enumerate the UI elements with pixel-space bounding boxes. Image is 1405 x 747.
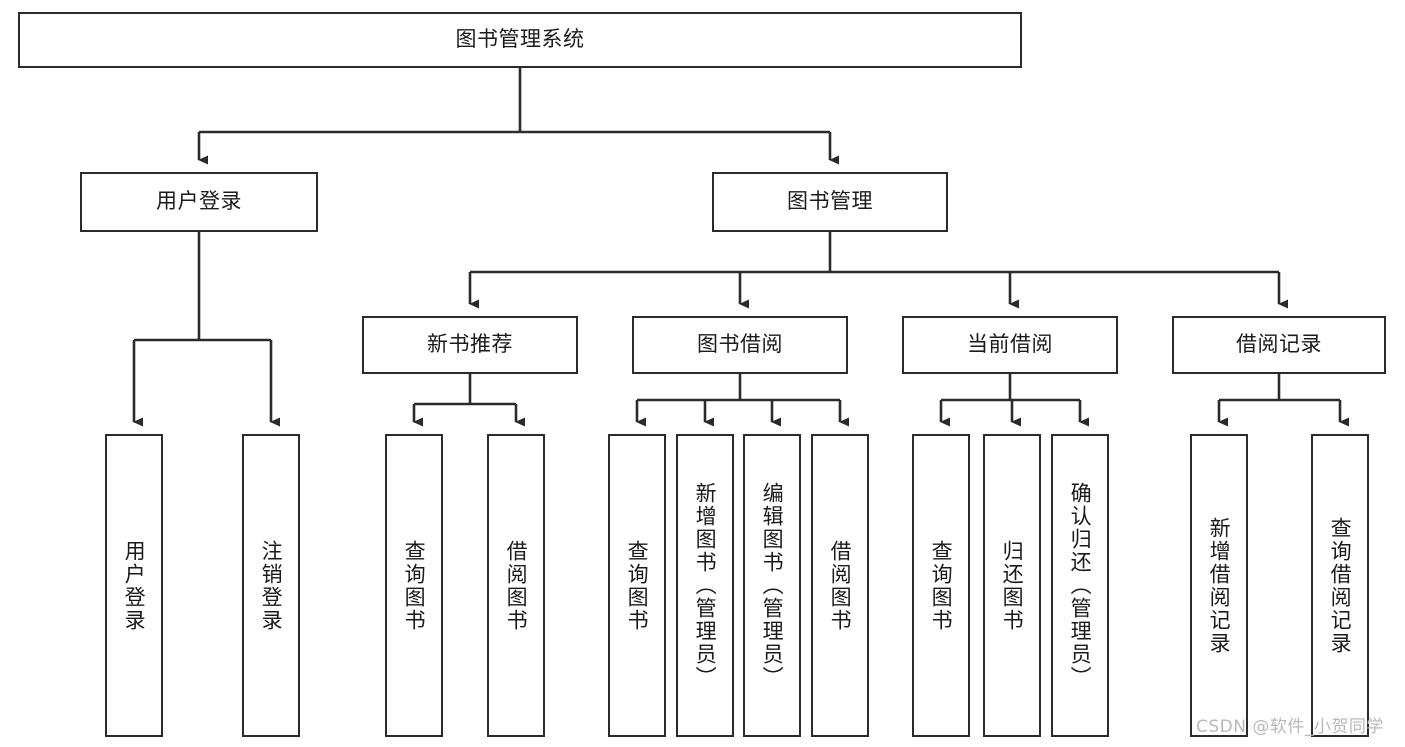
node-l2[interactable]: 注销登录 bbox=[242, 434, 300, 737]
node-current[interactable]: 当前借阅 bbox=[902, 316, 1118, 374]
node-label: 归还图书 bbox=[1000, 539, 1025, 632]
node-root[interactable]: 图书管理系统 bbox=[18, 12, 1022, 68]
node-newbook[interactable]: 新书推荐 bbox=[362, 316, 578, 374]
node-l8[interactable]: 借阅图书 bbox=[811, 434, 869, 737]
node-label: 新增借阅记录 bbox=[1207, 516, 1232, 655]
node-label: 新书推荐 bbox=[427, 332, 513, 357]
node-label: 查询借阅记录 bbox=[1328, 516, 1353, 655]
node-label: 确认归还（管理员） bbox=[1068, 482, 1093, 689]
node-label: 查询图书 bbox=[929, 539, 954, 632]
node-label: 新增图书（管理员） bbox=[693, 482, 718, 689]
node-l10[interactable]: 归还图书 bbox=[983, 434, 1041, 737]
connector-group bbox=[132, 68, 1349, 427]
node-l5[interactable]: 查询图书 bbox=[608, 434, 666, 737]
node-l1[interactable]: 用户登录 bbox=[105, 434, 163, 737]
node-label: 查询图书 bbox=[625, 539, 650, 632]
node-l4[interactable]: 借阅图书 bbox=[487, 434, 545, 737]
node-label: 借阅图书 bbox=[828, 539, 853, 632]
node-label: 查询图书 bbox=[402, 539, 427, 632]
node-label: 用户登录 bbox=[122, 539, 147, 632]
node-l13[interactable]: 查询借阅记录 bbox=[1311, 434, 1369, 737]
node-l7[interactable]: 编辑图书（管理员） bbox=[743, 434, 801, 737]
node-l3[interactable]: 查询图书 bbox=[385, 434, 443, 737]
node-label: 图书借阅 bbox=[697, 332, 783, 357]
node-l6[interactable]: 新增图书（管理员） bbox=[676, 434, 734, 737]
node-bookmgmt[interactable]: 图书管理 bbox=[712, 172, 948, 232]
node-label: 图书管理 bbox=[787, 189, 873, 214]
node-label: 用户登录 bbox=[156, 189, 242, 214]
node-label: 借阅图书 bbox=[504, 539, 529, 632]
node-l12[interactable]: 新增借阅记录 bbox=[1190, 434, 1248, 737]
node-label: 借阅记录 bbox=[1236, 332, 1322, 357]
node-l9[interactable]: 查询图书 bbox=[912, 434, 970, 737]
node-label: 注销登录 bbox=[259, 539, 284, 632]
node-label: 图书管理系统 bbox=[455, 27, 585, 52]
node-login[interactable]: 用户登录 bbox=[80, 172, 318, 232]
node-l11[interactable]: 确认归还（管理员） bbox=[1051, 434, 1109, 737]
node-borrow[interactable]: 图书借阅 bbox=[632, 316, 848, 374]
node-label: 当前借阅 bbox=[967, 332, 1053, 357]
node-records[interactable]: 借阅记录 bbox=[1172, 316, 1386, 374]
node-label: 编辑图书（管理员） bbox=[760, 482, 785, 689]
